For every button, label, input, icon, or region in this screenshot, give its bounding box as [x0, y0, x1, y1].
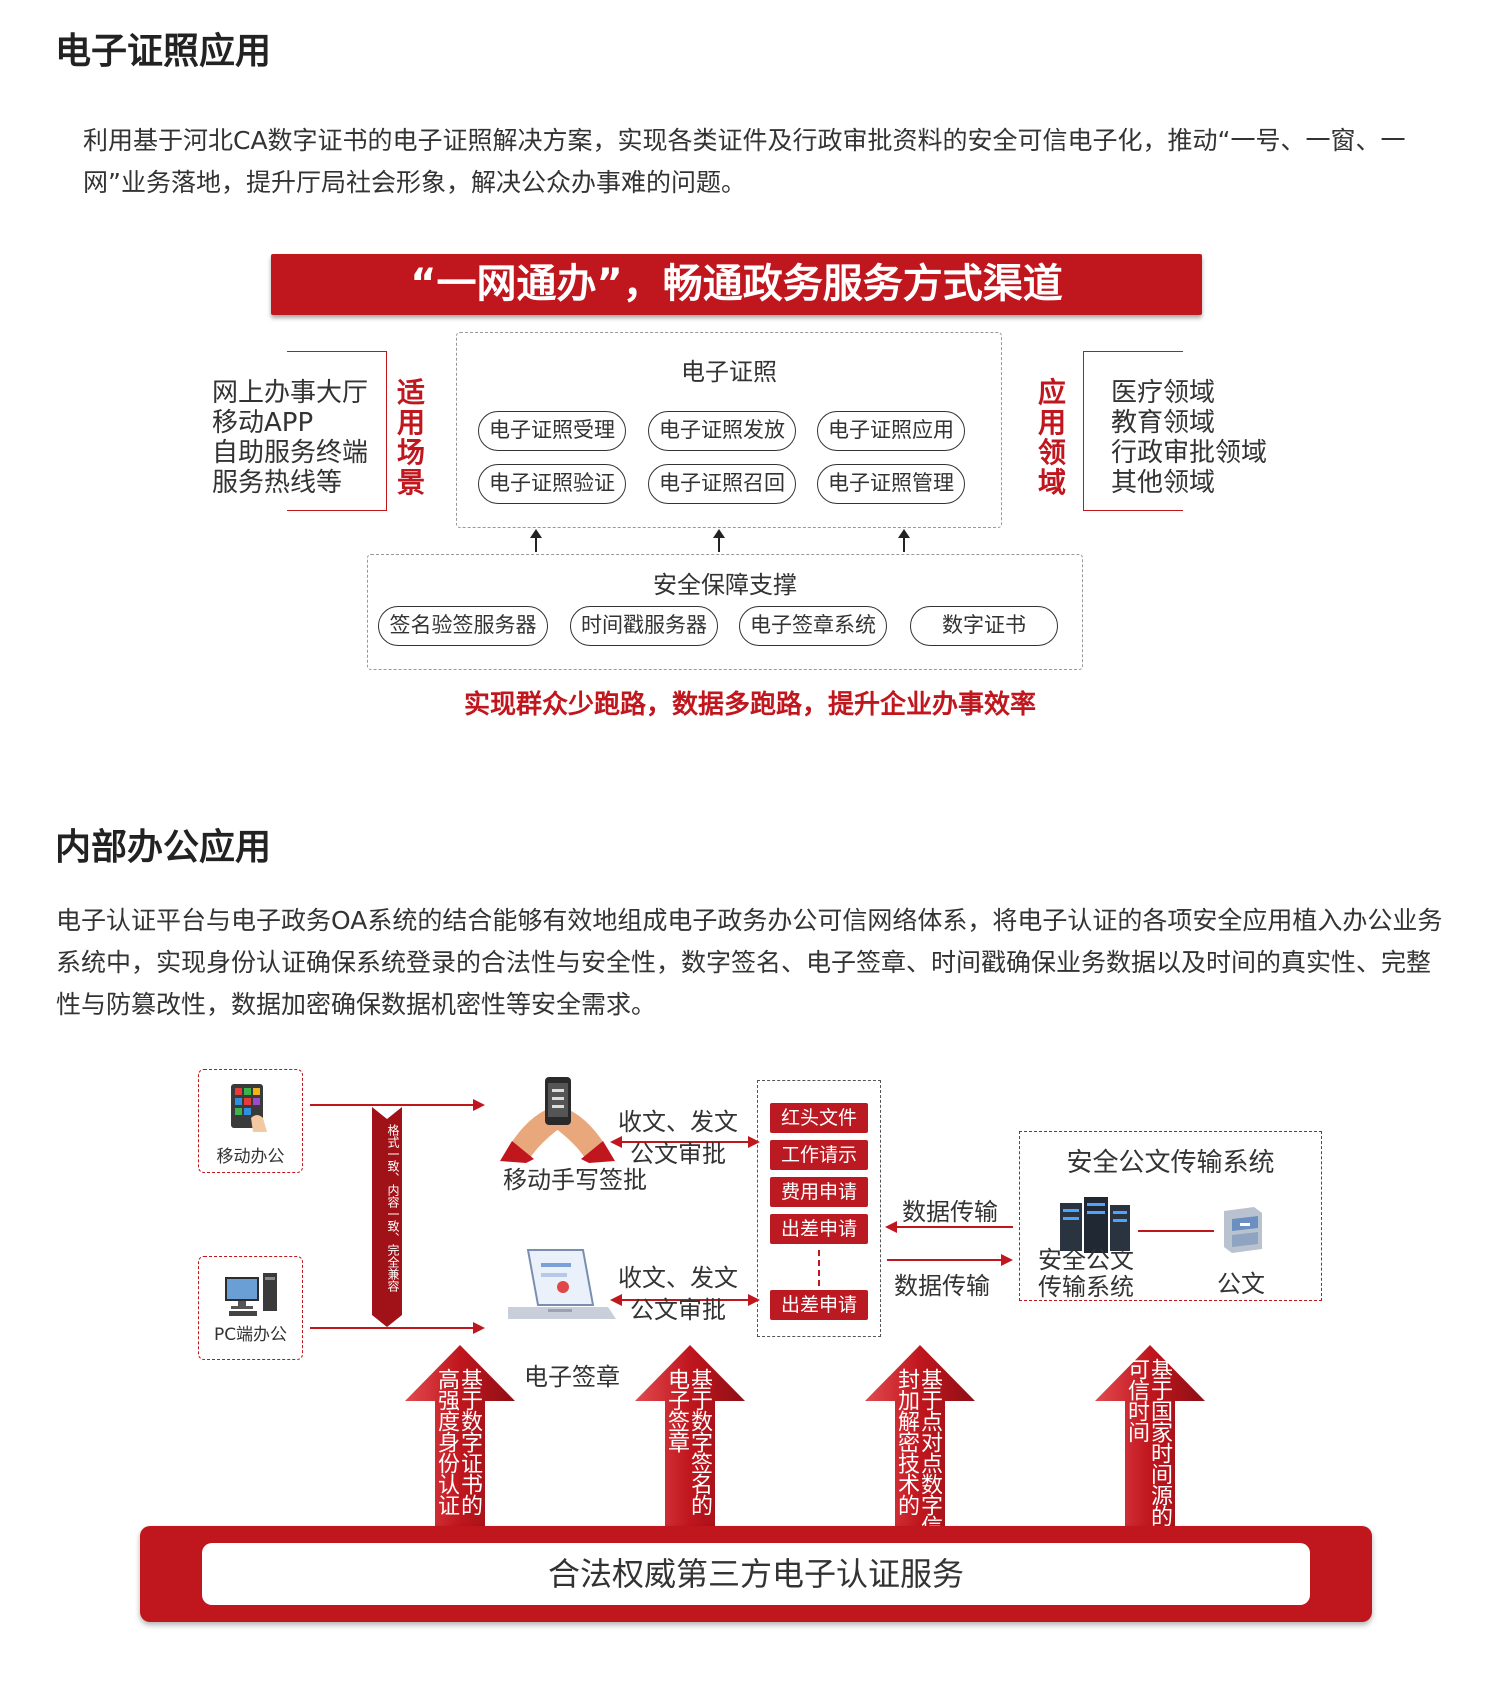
- right-bracket: [1083, 351, 1183, 511]
- pill-eid-apply: 电子证照应用: [817, 411, 965, 451]
- pill-digital-cert: 数字证书: [910, 606, 1058, 646]
- pill-eid-issue: 电子证照发放: [648, 411, 796, 451]
- tag-expense-request: 费用申请: [770, 1177, 868, 1207]
- pc-office-label: PC端办公: [213, 1325, 288, 1345]
- section1-heading: 电子证照应用: [55, 31, 272, 72]
- banner-text: “一网通办”，畅通政务服务方式渠道: [410, 261, 1063, 307]
- data-transfer-in-label: 数据传输: [902, 1198, 998, 1226]
- pill-sign-server: 签名验签服务器: [378, 606, 548, 646]
- secure-system-title: 安全公文传输系统: [1066, 1148, 1275, 1178]
- laptop-seal-icon: [508, 1249, 616, 1319]
- doc-column: [757, 1080, 881, 1337]
- slogan: 实现群众少跑路，数据多跑路，提升企业办事效率: [463, 690, 1036, 720]
- mobile-office-box: 移动办公: [198, 1069, 303, 1173]
- file-cabinet-icon: [1224, 1207, 1262, 1253]
- tag-travel-request-2: 出差申请: [770, 1290, 868, 1320]
- eid-box: [456, 332, 1002, 528]
- eid-title: 电子证照: [681, 358, 777, 386]
- pill-timestamp-server: 时间戳服务器: [570, 606, 718, 646]
- pill-seal-system: 电子签章系统: [739, 606, 887, 646]
- secure-system-label: 安全公文 传输系统: [1038, 1246, 1134, 1301]
- flow-arrows: [610, 1136, 760, 1306]
- secure-system-box: [1019, 1131, 1322, 1301]
- support-title: 安全保障支撑: [653, 571, 797, 599]
- data-transfer-arrows: [885, 1221, 1013, 1266]
- input-arrows: [310, 1099, 485, 1334]
- data-transfer-out-label: 数据传输: [894, 1272, 990, 1300]
- pill-eid-verify: 电子证照验证: [478, 464, 626, 504]
- banner: “一网通办”，畅通政务服务方式渠道: [271, 254, 1202, 315]
- support-box: [367, 554, 1083, 670]
- base-platform: 合法权威第三方电子认证服务: [140, 1526, 1372, 1622]
- domain-label: 应用领域: [1037, 376, 1066, 499]
- pc-office-box: PC端办公: [198, 1256, 303, 1360]
- compat-banner-text: 格式一致、内容一致、完全兼容: [386, 1124, 400, 1292]
- tag-travel-request: 出差申请: [770, 1214, 868, 1244]
- scenario-label: 适用场景: [396, 376, 425, 499]
- arrow-text-timesource: 基于国家时间源的可信时间: [1124, 1358, 1172, 1526]
- tablet-icon: [231, 1084, 267, 1132]
- server-rack-icon: [1060, 1197, 1214, 1253]
- mobile-sign-label: 移动手写签批: [503, 1166, 647, 1194]
- arrow-text-auth: 基于数字证书的高强度身份认证: [434, 1368, 482, 1515]
- flow-bottom-label: 收文、发文 公文审批: [618, 1264, 738, 1324]
- up-arrows: [405, 1345, 1205, 1545]
- support-arrows: [530, 529, 910, 552]
- hand-phone-icon: [500, 1077, 615, 1163]
- pill-eid-recall: 电子证照召回: [648, 464, 796, 504]
- arrow-text-signature: 基于数字签名的电子签章: [664, 1368, 712, 1515]
- flow-top-label: 收文、发文 公文审批: [618, 1108, 738, 1168]
- scenario-list: 网上办事大厅 移动APP 自助服务终端 服务热线等: [212, 378, 369, 498]
- pill-eid-accept: 电子证照受理: [478, 411, 626, 451]
- base-platform-label: 合法权威第三方电子认证服务: [202, 1543, 1310, 1605]
- tag-work-request: 工作请示: [770, 1140, 868, 1170]
- tag-red-header-doc: 红头文件: [770, 1103, 868, 1133]
- left-bracket: [287, 351, 387, 511]
- doc-ellipsis-line: [818, 1250, 820, 1286]
- section2-heading: 内部办公应用: [55, 827, 272, 868]
- section2-paragraph: 电子认证平台与电子政务OA系统的结合能够有效地组成电子政务办公可信网络体系，将电…: [56, 906, 1443, 1019]
- section1-paragraph: 利用基于河北CA数字证书的电子证照解决方案，实现各类证件及行政审批资料的安全可信…: [83, 126, 1406, 197]
- domain-list: 医疗领域 教育领域 行政审批领域 其他领域: [1111, 378, 1268, 498]
- mobile-office-label: 移动办公: [216, 1147, 285, 1167]
- e-seal-label: 电子签章: [524, 1363, 620, 1391]
- pill-eid-manage: 电子证照管理: [817, 464, 965, 504]
- document-label: 公文: [1217, 1270, 1265, 1298]
- arrow-text-envelope: 基于点对点数字信封加解密技术的: [894, 1368, 942, 1536]
- compat-banner-shape: [372, 1107, 402, 1327]
- desktop-pc-icon: [225, 1273, 277, 1316]
